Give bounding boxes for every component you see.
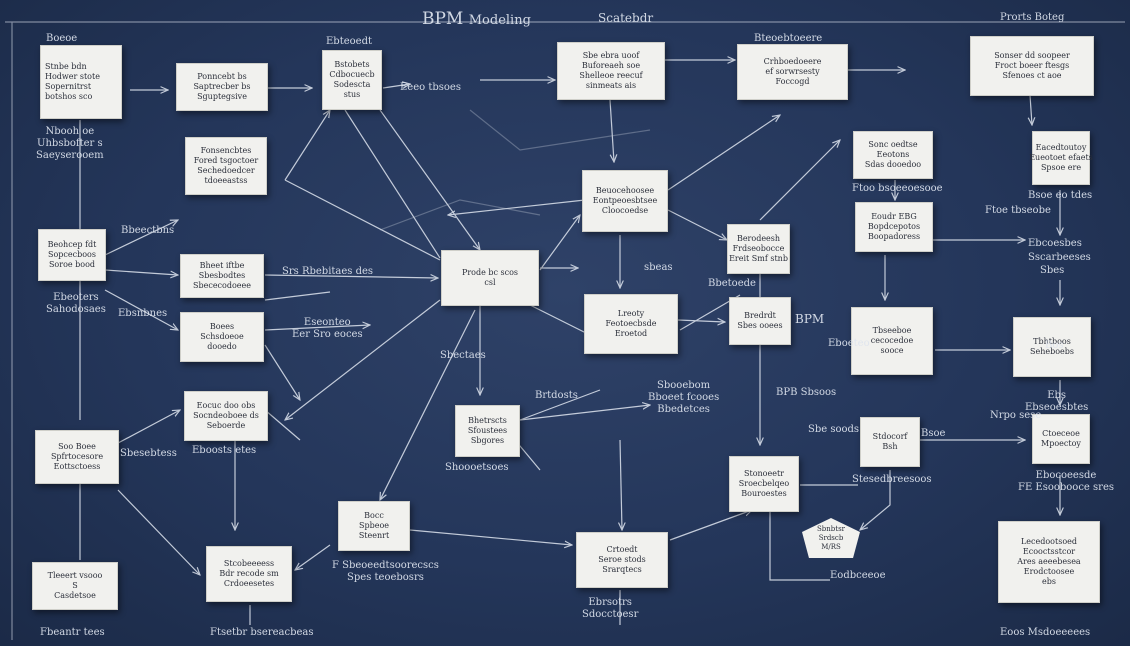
annotation: Ebcoesbes — [1028, 238, 1082, 249]
annotation: Brtdosts — [535, 390, 578, 401]
annotation: Eoos Msdoeeeees — [1000, 627, 1091, 638]
annotation: sbeas — [644, 262, 673, 273]
annotation: BPM — [795, 312, 825, 326]
diagram-subtitle: Scatebdr — [598, 11, 654, 25]
annotation: Ebteoedt — [326, 36, 372, 47]
annotation: Srs Rbebitaes des — [282, 266, 374, 277]
annotation: Ftoe tbseobe — [985, 205, 1051, 216]
annotation: Eboosts etes — [192, 445, 257, 456]
annotation: Bteoebtoeere — [754, 33, 823, 44]
annotation: Bsoe — [921, 428, 946, 439]
annotation: Bos — [1045, 340, 1064, 351]
annotation: Sbe soods — [808, 424, 860, 435]
annotation: Eeeo tbsoes — [400, 82, 461, 93]
annotation: Boeoe — [46, 33, 78, 44]
annotation: Eboeteo — [828, 338, 870, 349]
annotation: Bbeectbns — [121, 225, 175, 236]
annotation: Stesedbreesoos — [852, 474, 932, 485]
diagram-title: BPM Modeling — [422, 9, 531, 29]
annotation: Ebsnbnes — [118, 308, 168, 319]
annotation: Sbesebtess — [120, 448, 177, 459]
annotation: Bbetoede — [708, 278, 756, 289]
corner-label: Prorts Boteg — [1000, 12, 1065, 23]
annotation: Ftsetbr bsereacbeas — [210, 627, 314, 638]
annotation: Sbectaes — [440, 350, 486, 361]
annotation: Sscarbeeses — [1028, 252, 1091, 263]
annotation: Shoooetsoes — [445, 462, 509, 473]
annotation: Fbeantr tees — [40, 627, 105, 638]
annotation: Nrpo sese — [990, 410, 1042, 421]
annotation: Bsoe eo tdes — [1028, 190, 1093, 201]
annotation: Eodbceeoe — [830, 570, 886, 581]
annotation: Sbes — [1040, 265, 1065, 276]
annotation: BPB Sbsoos — [776, 387, 837, 398]
annotation: Ftoo bsoeeoesooe — [852, 183, 943, 194]
